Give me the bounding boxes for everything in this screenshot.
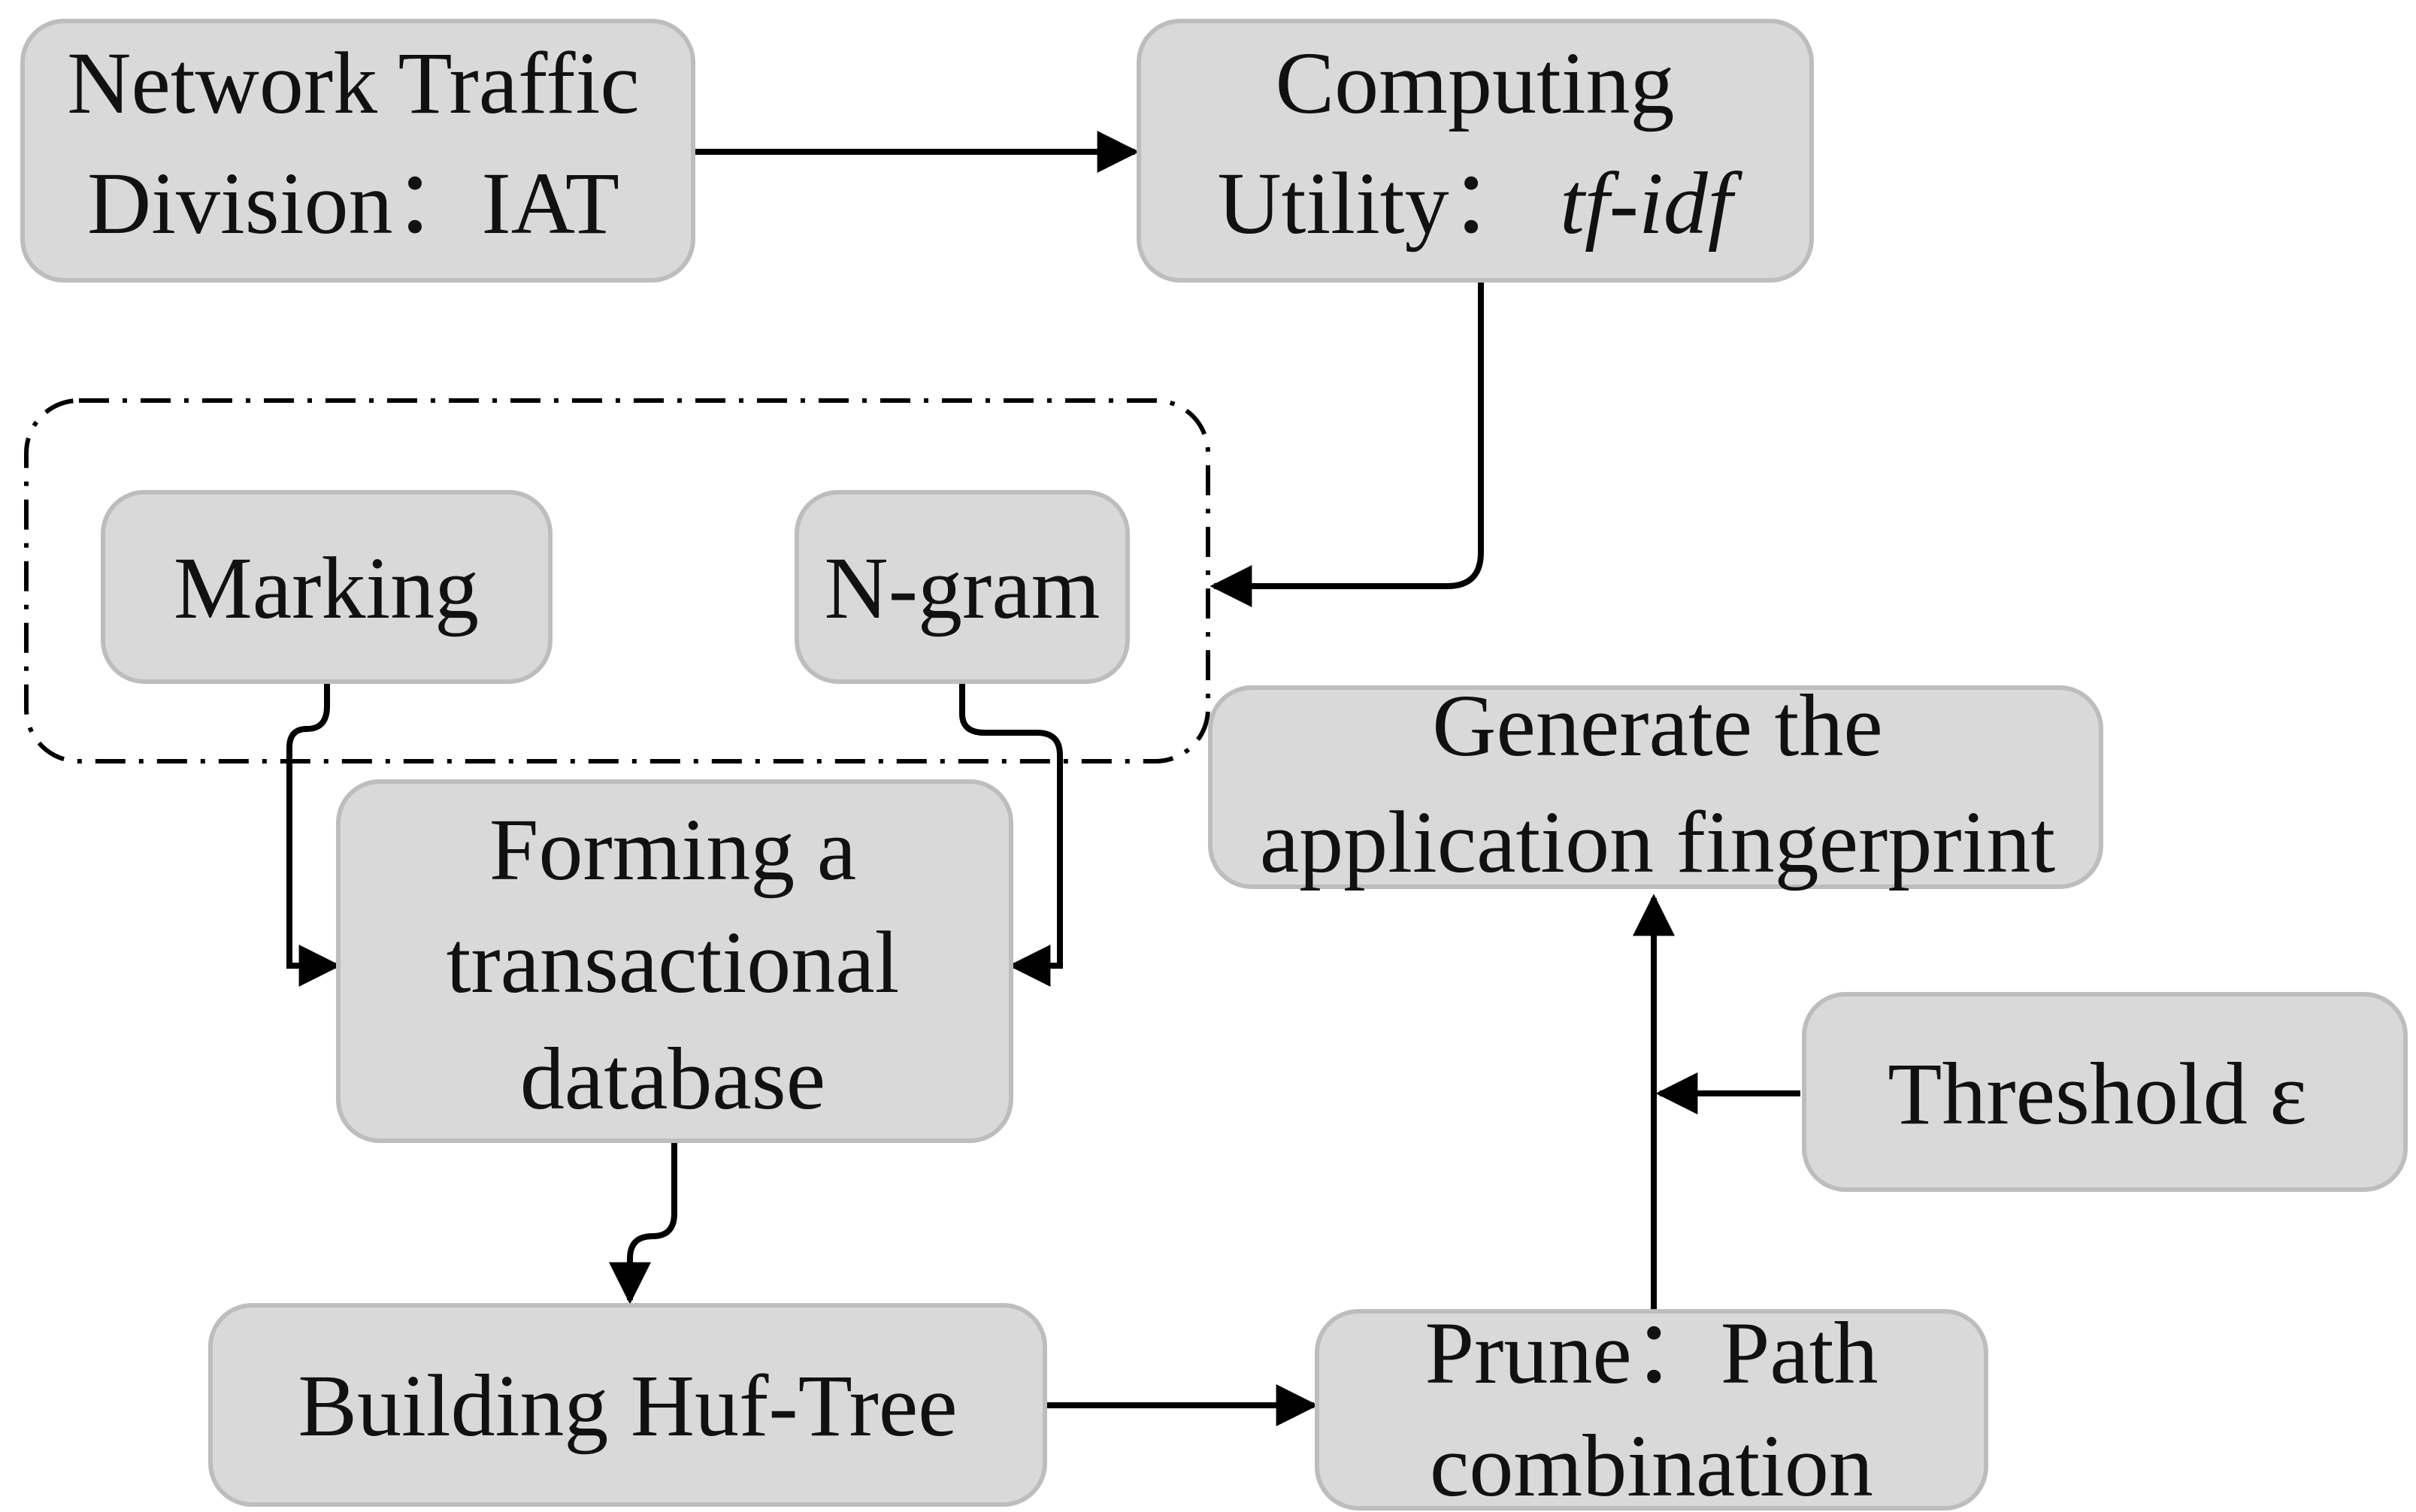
node-forming-database: Forming a transactional database (336, 779, 1013, 1143)
generate-fingerprint-line1: Generate the (1432, 676, 1882, 775)
computing-utility-prefix: Utility： (1217, 154, 1537, 253)
computing-utility-line1: Computing (1275, 34, 1674, 132)
forming-db-line3: database (520, 1030, 825, 1128)
node-computing-utility: Computing Utility： tf-idf (1137, 19, 1814, 283)
prune-line1: Prune：Path (1424, 1304, 1878, 1402)
node-network-traffic-division: Network Traffic Division：IAT (20, 19, 695, 283)
node-prune: Prune：Path combination (1315, 1304, 1988, 1512)
node-building-huf-tree: Building Huf-Tree (208, 1303, 1047, 1507)
forming-db-line2: transactional (447, 913, 900, 1012)
network-traffic-line2: Division：IAT (87, 154, 619, 253)
feature-group-border (24, 398, 1210, 764)
ngram-label: N-gram (825, 539, 1101, 637)
computing-utility-italic: tf-idf (1560, 154, 1743, 253)
node-threshold: Threshold ε (1802, 992, 2408, 1192)
threshold-label: Threshold ε (1888, 1045, 2307, 1143)
edge-utility-to-group (1210, 282, 1484, 607)
building-huf-label: Building Huf-Tree (298, 1356, 957, 1455)
edge-marking-to-db (286, 684, 341, 987)
node-marking: Marking (101, 490, 553, 684)
forming-db-line1: Forming a (489, 800, 856, 899)
node-ngram: N-gram (795, 490, 1130, 684)
marking-label: Marking (174, 539, 479, 637)
generate-fingerprint-line2: application fingerprint (1260, 793, 2056, 891)
network-traffic-line1: Network Traffic (67, 34, 639, 132)
edge-db-to-huf (609, 1142, 677, 1305)
prune-line2: combination (1430, 1417, 1873, 1512)
node-generate-fingerprint: Generate the application fingerprint (1208, 676, 2103, 891)
computing-utility-line2: Utility： tf-idf (1217, 154, 1742, 253)
edge-ngram-to-db (959, 684, 1063, 987)
